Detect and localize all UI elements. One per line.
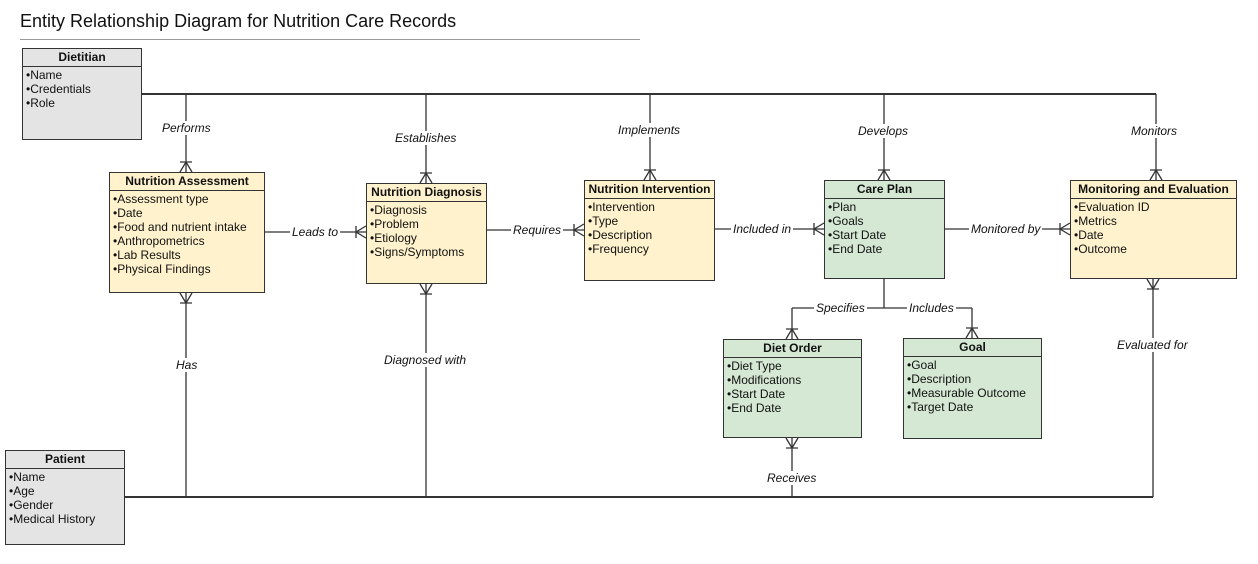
rel-label-monitored-by: Monitored by — [969, 222, 1043, 236]
attribute: Signs/Symptoms — [370, 245, 483, 259]
rel-label-requires: Requires — [511, 223, 564, 237]
attribute: Start Date — [727, 387, 858, 401]
attribute: Problem — [370, 217, 483, 231]
attribute: Anthropometrics — [113, 234, 261, 248]
performs-crowfoot — [179, 160, 193, 173]
implements-crowfoot — [643, 168, 657, 181]
page-title: Entity Relationship Diagram for Nutritio… — [20, 11, 457, 31]
attribute: Medical History — [9, 512, 121, 526]
entity-nutrition-intervention[interactable]: Nutrition Intervention Intervention Type… — [584, 180, 715, 281]
entity-title: Nutrition Diagnosis — [367, 184, 486, 202]
entity-title: Goal — [904, 339, 1041, 357]
rel-label-implements: Implements — [616, 123, 683, 137]
attribute: Goal — [907, 358, 1038, 372]
attribute: Target Date — [907, 400, 1038, 414]
leads-to-crowfoot — [354, 225, 367, 239]
attribute: Diet Type — [727, 359, 858, 373]
attribute-list: Name Age Gender Medical History — [6, 469, 124, 527]
title-divider — [20, 39, 640, 40]
attribute: Intervention — [588, 200, 711, 214]
attribute: Food and nutrient intake — [113, 220, 261, 234]
rel-label-includes: Includes — [907, 301, 956, 315]
entity-diet-order[interactable]: Diet Order Diet Type Modifications Start… — [723, 339, 862, 438]
attribute-list: Plan Goals Start Date End Date — [825, 199, 944, 257]
attribute: End Date — [828, 242, 941, 256]
attribute-list: Assessment type Date Food and nutrient i… — [110, 191, 264, 277]
rel-label-leads-to: Leads to — [290, 225, 341, 239]
includes-crowfoot — [965, 326, 979, 339]
attribute: Gender — [9, 498, 121, 512]
entity-patient[interactable]: Patient Name Age Gender Medical History — [5, 450, 125, 545]
attribute: Description — [907, 372, 1038, 386]
entity-care-plan[interactable]: Care Plan Plan Goals Start Date End Date — [824, 180, 945, 279]
monitors-crowfoot — [1149, 168, 1163, 181]
has-crowfoot — [179, 292, 193, 305]
attribute-list: Evaluation ID Metrics Date Outcome — [1071, 199, 1236, 257]
evaluated-for-crowfoot — [1146, 278, 1160, 291]
attribute: Outcome — [1074, 242, 1233, 256]
attribute: Type — [588, 214, 711, 228]
attribute: Plan — [828, 200, 941, 214]
attribute: Date — [1074, 228, 1233, 242]
attribute: Name — [9, 470, 121, 484]
attribute: Assessment type — [113, 192, 261, 206]
entity-nutrition-assessment[interactable]: Nutrition Assessment Assessment type Dat… — [109, 172, 265, 293]
entity-title: Nutrition Intervention — [585, 181, 714, 199]
attribute: Evaluation ID — [1074, 200, 1233, 214]
attribute: Name — [26, 68, 138, 82]
entity-dietitian[interactable]: Dietitian Name Credentials Role — [22, 48, 142, 140]
attribute: Frequency — [588, 242, 711, 256]
receives-crowfoot — [785, 437, 799, 450]
rel-label-establishes: Establishes — [393, 131, 459, 145]
entity-title: Care Plan — [825, 181, 944, 199]
attribute: Diagnosis — [370, 203, 483, 217]
rel-label-performs: Performs — [160, 121, 213, 135]
attribute: Modifications — [727, 373, 858, 387]
entity-title: Diet Order — [724, 340, 861, 358]
rel-label-develops: Develops — [856, 124, 911, 138]
monitored-by-crowfoot — [1058, 222, 1071, 236]
entity-title: Nutrition Assessment — [110, 173, 264, 191]
attribute: Metrics — [1074, 214, 1233, 228]
entity-nutrition-diagnosis[interactable]: Nutrition Diagnosis Diagnosis Problem Et… — [366, 183, 487, 284]
rel-label-has: Has — [174, 358, 200, 372]
attribute: Measurable Outcome — [907, 386, 1038, 400]
attribute: Goals — [828, 214, 941, 228]
attribute-list: Diet Type Modifications Start Date End D… — [724, 358, 861, 416]
attribute-list: Name Credentials Role — [23, 67, 141, 111]
diagnosed-with-crowfoot — [419, 283, 433, 296]
attribute: Age — [9, 484, 121, 498]
rel-label-monitors: Monitors — [1129, 124, 1180, 138]
entity-title: Patient — [6, 451, 124, 469]
rel-label-diagnosed-with: Diagnosed with — [382, 353, 469, 367]
entity-title: Monitoring and Evaluation — [1071, 181, 1236, 199]
rel-label-evaluated-for: Evaluated for — [1115, 338, 1190, 352]
attribute: Role — [26, 96, 138, 110]
attribute-list: Goal Description Measurable Outcome Targ… — [904, 357, 1041, 415]
attribute-list: Intervention Type Description Frequency — [585, 199, 714, 257]
attribute: End Date — [727, 401, 858, 415]
attribute: Credentials — [26, 82, 138, 96]
entity-goal[interactable]: Goal Goal Description Measurable Outcome… — [903, 338, 1042, 439]
requires-crowfoot — [572, 223, 585, 237]
attribute: Description — [588, 228, 711, 242]
entity-title: Dietitian — [23, 49, 141, 67]
entity-monitoring-evaluation[interactable]: Monitoring and Evaluation Evaluation ID … — [1070, 180, 1237, 279]
attribute: Physical Findings — [113, 262, 261, 276]
attribute: Start Date — [828, 228, 941, 242]
rel-label-receives: Receives — [765, 471, 819, 485]
attribute-list: Diagnosis Problem Etiology Signs/Symptom… — [367, 202, 486, 260]
included-in-crowfoot — [812, 222, 825, 236]
develops-crowfoot — [877, 168, 891, 181]
attribute: Lab Results — [113, 248, 261, 262]
rel-label-specifies: Specifies — [814, 301, 867, 315]
specifies-crowfoot — [785, 327, 799, 340]
establishes-crowfoot — [419, 171, 433, 184]
attribute: Etiology — [370, 231, 483, 245]
rel-label-included-in: Included in — [731, 222, 794, 236]
attribute: Date — [113, 206, 261, 220]
